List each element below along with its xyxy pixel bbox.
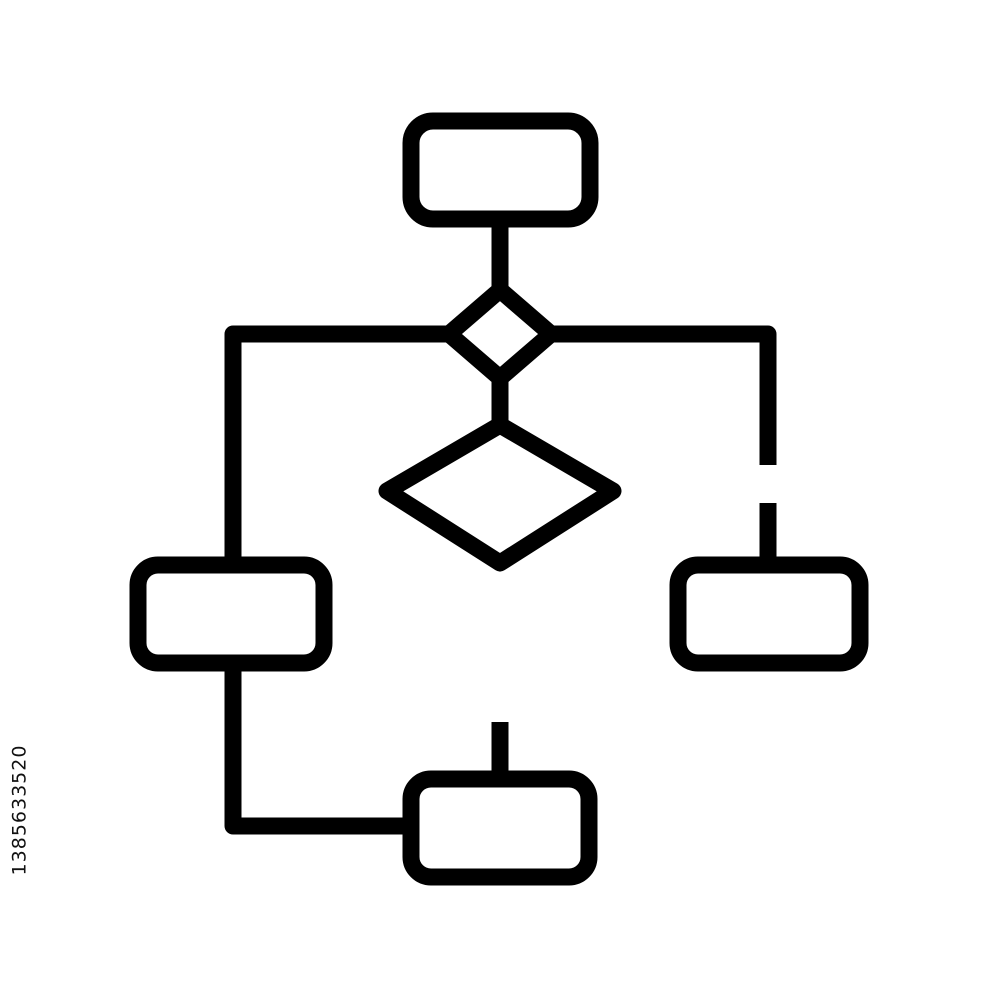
bottom-box [402,770,598,886]
connector-left-box-to-bottom-box [224,663,411,835]
top-box [402,112,599,228]
large-decision-diamond [378,416,622,572]
watermark-id-text: 1385633520 [8,744,31,876]
small-decision-diamond [440,281,560,387]
left-box [129,556,333,672]
right-box [669,556,869,672]
connector-small-diamond-to-right-box-upper [551,325,777,465]
watermark-id: 1385633520 [4,640,34,980]
connector-small-diamond-to-left-box [224,325,449,565]
